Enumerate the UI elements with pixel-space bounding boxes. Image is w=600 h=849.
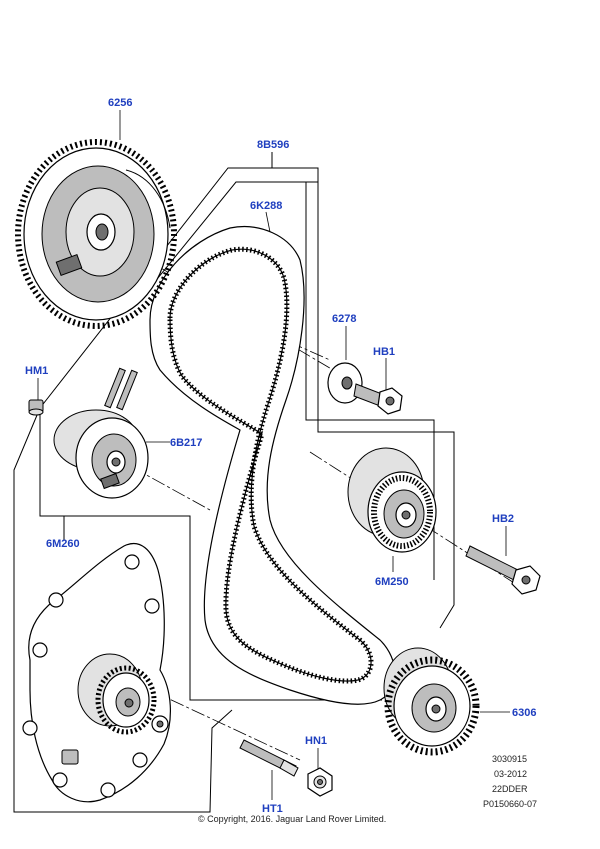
reference-info: 3030915 03-2012 22DDER P0150660-07 © Cop… bbox=[198, 754, 537, 824]
nut-hn1 bbox=[307, 767, 333, 797]
water-pump bbox=[22, 542, 171, 803]
label-6B217: 6B217 bbox=[170, 437, 202, 449]
label-HB1: HB1 bbox=[373, 346, 395, 358]
part-labels: 6256 8B596 6K288 6278 HB1 HM1 6B217 HB2 … bbox=[25, 97, 536, 815]
idler-pulley bbox=[347, 447, 437, 553]
reference-number: P0150660-07 bbox=[483, 799, 537, 809]
bolt-hb1 bbox=[353, 383, 403, 415]
timing-belt bbox=[149, 226, 396, 705]
tensioner-pulley bbox=[53, 367, 149, 499]
label-6K288: 6K288 bbox=[250, 200, 282, 212]
label-6278: 6278 bbox=[332, 313, 356, 325]
label-6306: 6306 bbox=[512, 707, 536, 719]
washer-6278 bbox=[327, 362, 363, 404]
label-HT1: HT1 bbox=[262, 803, 283, 815]
label-HB2: HB2 bbox=[492, 513, 514, 525]
diagram-date: 03-2012 bbox=[494, 769, 527, 779]
crankshaft-sprocket bbox=[383, 647, 480, 756]
label-6M260: 6M260 bbox=[46, 538, 80, 550]
leader-lines bbox=[13, 110, 510, 813]
label-6M250: 6M250 bbox=[375, 576, 409, 588]
camshaft-sprocket bbox=[15, 139, 177, 329]
diagram-code: 3030915 bbox=[492, 754, 527, 764]
stud-hm1 bbox=[28, 399, 44, 416]
label-6256: 6256 bbox=[108, 97, 132, 109]
engine-code: 22DDER bbox=[492, 784, 528, 794]
label-HM1: HM1 bbox=[25, 365, 48, 377]
bolt-hb2 bbox=[465, 545, 541, 595]
copyright-notice: © Copyright, 2016. Jaguar Land Rover Lim… bbox=[198, 814, 386, 824]
label-8B596: 8B596 bbox=[257, 139, 289, 151]
label-HN1: HN1 bbox=[305, 735, 327, 747]
stud-ht1 bbox=[239, 739, 299, 777]
